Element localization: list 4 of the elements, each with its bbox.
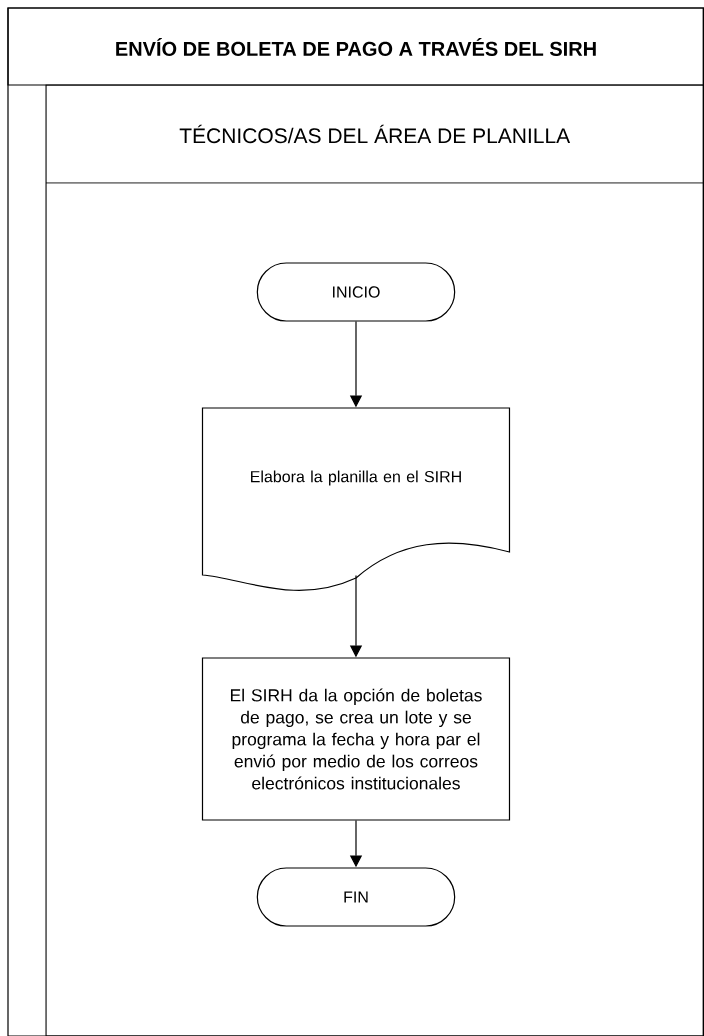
terminator: INICIO xyxy=(256,262,456,322)
title-band: ENVÍO DE BOLETA DE PAGO A TRAVÉS DEL SIRH xyxy=(7,7,704,86)
process-box: El SIRH da la opción de boletas de pago, se crea un lote y se programa la fecha y hora par el envió por medio de los correos electrónicos institucionales xyxy=(201,657,511,821)
terminator: FIN xyxy=(256,867,456,927)
